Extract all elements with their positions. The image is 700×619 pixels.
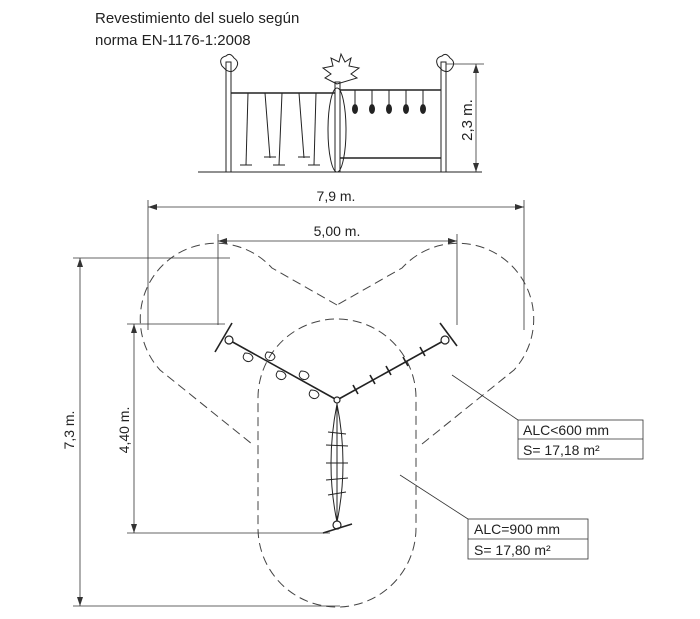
zone-inner-area: S= 17,80 m²: [474, 542, 551, 558]
plan-view: 7,9 m. 5,00 m. 7,3 m. 4,40 m. ALC<600 mm…: [61, 188, 644, 608]
zone-inner-outline: [257, 318, 417, 608]
title-line-1: Revestimiento del suelo según: [95, 10, 299, 27]
inner-depth-label: 4,40 m.: [116, 407, 132, 454]
elevation-view: 2,3 m.: [198, 52, 484, 173]
zone-label-inner: ALC=900 mm S= 17,80 m²: [467, 518, 589, 560]
overall-depth-label: 7,3 m.: [61, 411, 77, 450]
zone-outer-area: S= 17,18 m²: [523, 442, 600, 458]
title-line-2: norma EN-1176-1:2008: [95, 32, 251, 49]
zone-inner-alc: ALC=900 mm: [474, 521, 560, 537]
overall-width-label: 7,9 m.: [317, 188, 356, 204]
climbing-hold-icon: [242, 351, 320, 400]
zone-label-outer: ALC<600 mm S= 17,18 m²: [517, 419, 644, 460]
zone-outer-outline: [139, 242, 535, 445]
post-spacing-label: 5,00 m.: [314, 223, 361, 239]
right-post: [440, 61, 447, 173]
zone-outer-alc: ALC<600 mm: [523, 422, 609, 438]
left-post: [225, 61, 232, 173]
center-post: [334, 81, 341, 173]
height-label: 2,3 m.: [459, 99, 476, 141]
palm-icon: [220, 52, 455, 85]
